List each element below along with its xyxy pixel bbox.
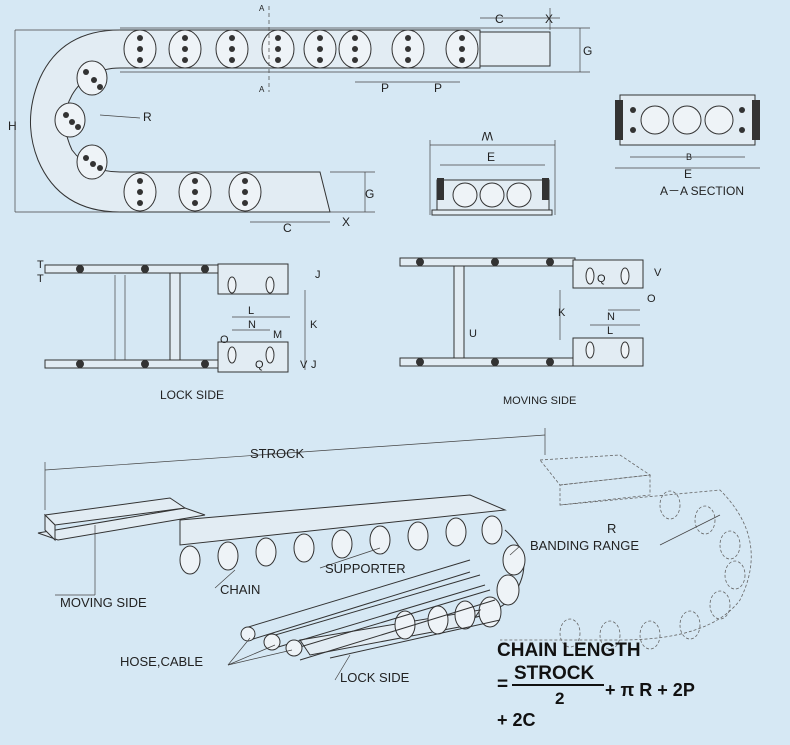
moving-label-v: V: [654, 267, 662, 279]
lock-label-j2: J: [311, 359, 317, 371]
formula-title: CHAIN LENGTH: [497, 640, 641, 661]
formula-equals: =: [497, 674, 508, 695]
moving-label-k: K: [558, 307, 566, 319]
label-g-top: G: [583, 44, 592, 58]
lock-label-t2: T: [37, 273, 44, 285]
lock-label-n: N: [248, 319, 256, 331]
upper-links: [123, 29, 551, 69]
label-banding-range: BANDING RANGE: [530, 538, 639, 553]
label-lock-side: LOCK SIDE: [340, 670, 410, 685]
moving-label-o: O: [647, 293, 656, 305]
lock-label-l: L: [248, 305, 254, 317]
lock-side-title: LOCK SIDE: [160, 388, 224, 402]
moving-label-n: N: [607, 311, 615, 323]
label-r-top: R: [143, 110, 152, 124]
aa-section-view: [615, 94, 760, 169]
lock-label-k: K: [310, 319, 318, 331]
formula-denominator: 2: [555, 689, 564, 708]
label-moving-side: MOVING SIDE: [60, 595, 147, 610]
moving-label-q: Q: [597, 273, 606, 285]
lock-label-m: M: [273, 329, 282, 341]
label-p-2: P: [434, 81, 442, 95]
label-x-top: X: [545, 12, 553, 26]
formula-numerator: STROCK: [514, 663, 595, 684]
lock-label-o: O: [220, 334, 229, 346]
label-x-bottom: X: [342, 215, 350, 229]
label-b: B: [686, 152, 692, 162]
label-c-bottom: C: [283, 221, 292, 235]
formula-last-term: + 2C: [497, 710, 536, 730]
label-a-bottom: A: [259, 85, 265, 94]
label-e-bracket: E: [487, 150, 495, 164]
aa-section-title: A－A SECTION: [660, 184, 744, 198]
upper-rollers: [179, 515, 503, 575]
label-g-bottom: G: [365, 187, 374, 201]
moving-label-u: U: [469, 328, 477, 340]
label-h: H: [8, 119, 17, 133]
assembly-view: [37, 428, 752, 681]
lock-side-view: [44, 263, 306, 373]
moving-label-l: L: [607, 325, 613, 337]
label-w: W: [481, 129, 493, 143]
top-chain-view: [14, 6, 590, 223]
formula-terms: + π R + 2P: [605, 680, 695, 700]
label-hose-cable: HOSE,CABLE: [120, 654, 203, 669]
moving-side-view: [399, 257, 644, 367]
lock-label-t1: T: [37, 259, 44, 271]
bracket-view: [429, 140, 556, 216]
label-p-1: P: [381, 81, 389, 95]
lock-label-q: Q: [255, 359, 264, 371]
label-strock: STROCK: [250, 446, 305, 461]
label-a-top: A: [259, 4, 265, 13]
label-e-section: E: [684, 167, 692, 181]
lower-links: [123, 172, 262, 212]
label-c-top: C: [495, 12, 504, 26]
chain-length-formula: CHAIN LENGTH = STROCK 2 + π R + 2P + 2C: [497, 640, 695, 730]
label-chain: CHAIN: [220, 582, 260, 597]
ghost-chain: [500, 454, 752, 650]
label-supporter: SUPPORTER: [325, 561, 406, 576]
lock-label-j1: J: [315, 269, 321, 281]
moving-side-title: MOVING SIDE: [503, 395, 576, 407]
label-r-bend: R: [607, 521, 616, 536]
curve-links: [54, 60, 108, 180]
lock-label-v: V: [300, 359, 308, 371]
